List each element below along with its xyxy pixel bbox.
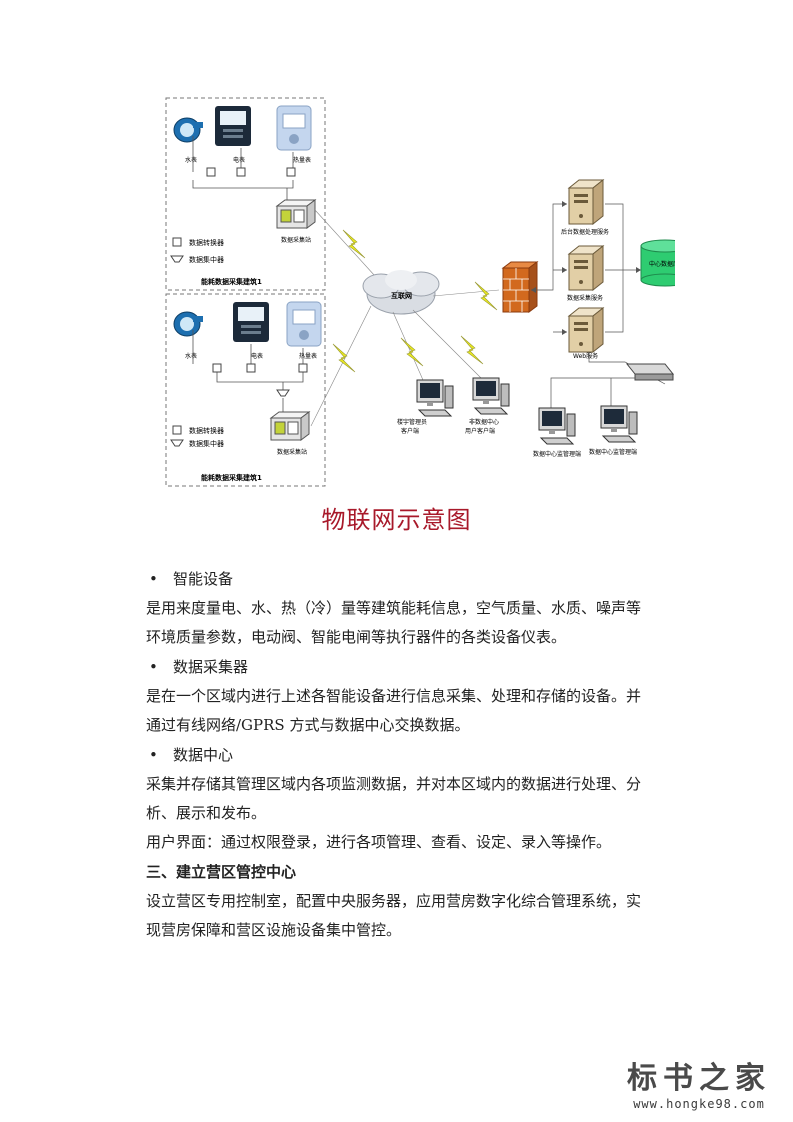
- non-dc-user-label: 非数据中心: [469, 418, 499, 426]
- paragraph-line: 通过有线网络/GPRS 方式与数据中心交换数据。: [146, 716, 470, 734]
- converter-icon: [286, 167, 296, 177]
- section-title-smart-devices: •智能设备: [146, 564, 676, 594]
- converter-icon: [206, 167, 216, 177]
- water-meter-icon: [173, 311, 204, 337]
- backend-server-label: 后台数据处理服务: [561, 228, 609, 236]
- logo-title: 标书之家: [627, 1061, 771, 1096]
- bullet-icon: •: [149, 746, 158, 764]
- water-meter-icon: [173, 117, 204, 143]
- internet-cloud-icon: [362, 270, 440, 315]
- monitor-label-1: 数据中心监管理端: [533, 450, 581, 458]
- heat-meter-label: 热量表: [299, 352, 317, 360]
- collector-icon: [270, 411, 310, 441]
- wireless-link-icon: [332, 343, 356, 373]
- wireless-link-icon: [400, 337, 424, 367]
- collect-server-label: 数据采集服务: [567, 294, 603, 302]
- paragraph-line: 是在一个区域内进行上述各智能设备进行信息采集、处理和存储的设备。并: [146, 687, 642, 705]
- electric-meter-label: 电表: [251, 352, 263, 360]
- converter-icon: [212, 363, 222, 373]
- database-icon: [640, 239, 675, 287]
- legend-concentrator: 数据集中器: [189, 255, 224, 264]
- internet-label: 互联网: [391, 291, 412, 300]
- web-server-label: Web服务: [573, 352, 598, 360]
- heat-meter-icon: [276, 105, 312, 151]
- building-admin-pc-icon: [416, 379, 454, 417]
- section-title-collector: •数据采集器: [146, 652, 676, 682]
- bullet-icon: •: [149, 570, 158, 588]
- electric-meter-label: 电表: [233, 156, 245, 164]
- iot-diagram: 水表 电表 热量表 数据采集站 数据转换器 数据集中器 能耗数据采集建筑1 水表…: [165, 97, 675, 487]
- non-dc-user-label-2: 用户客户端: [465, 427, 495, 435]
- legend-concentrator: 数据集中器: [189, 439, 224, 448]
- heat-meter-icon: [286, 301, 322, 347]
- monitor-label-2: 数据中心监管理端: [589, 448, 637, 456]
- converter-legend-icon: [172, 237, 182, 247]
- converter-legend-icon: [172, 425, 182, 435]
- section-heading: 三、建立营区管控中心: [146, 863, 297, 881]
- concentrator-legend-icon: [170, 439, 184, 447]
- electric-meter-icon: [215, 106, 251, 146]
- monitor-pc-1-icon: [538, 407, 576, 445]
- logo-url: www.hongke98.com: [633, 1097, 765, 1111]
- water-meter-label: 水表: [185, 352, 197, 360]
- paragraph-line: 采集并存储其管理区域内各项监测数据，并对本区域内的数据进行处理、分: [146, 775, 642, 793]
- converter-icon: [246, 363, 256, 373]
- legend-converter: 数据转换器: [189, 238, 224, 247]
- switch-icon: [625, 363, 675, 381]
- building1-title: 能耗数据采集建筑1: [201, 277, 262, 286]
- paragraph-line: 用户界面：通过权限登录，进行各项管理、查看、设定、录入等操作。: [146, 833, 612, 851]
- firewall-icon: [501, 261, 539, 313]
- paragraph-line: 现营房保障和营区设施设备集中管控。: [146, 921, 402, 939]
- paragraph-line: 环境质量参数，电动阀、智能电闸等执行器件的各类设备仪表。: [146, 628, 567, 646]
- monitor-pc-2-icon: [600, 405, 638, 443]
- collector-icon: [276, 199, 316, 229]
- collector-label: 数据采集站: [277, 448, 307, 456]
- paragraph-line: 是用来度量电、水、热（冷）量等建筑能耗信息，空气质量、水质、噪声等: [146, 599, 642, 617]
- wireless-link-icon: [474, 281, 498, 311]
- converter-icon: [298, 363, 308, 373]
- section-title-data-center: •数据中心: [146, 740, 676, 770]
- paragraph-line: 析、展示和发布。: [146, 804, 267, 822]
- wireless-link-icon: [460, 335, 484, 365]
- concentrator-icon: [276, 389, 290, 397]
- building2-frame: [165, 293, 326, 487]
- collect-server-icon: [568, 245, 604, 291]
- backend-server-icon: [568, 179, 604, 225]
- building-admin-label-2: 客户端: [401, 427, 419, 435]
- building-admin-label: 楼宇管理员: [397, 418, 427, 426]
- non-dc-user-pc-icon: [472, 377, 510, 415]
- building1-frame: [165, 97, 326, 291]
- converter-icon: [236, 167, 246, 177]
- body-text: •智能设备 是用来度量电、水、热（冷）量等建筑能耗信息，空气质量、水质、噪声等 …: [146, 564, 676, 945]
- legend-converter: 数据转换器: [189, 426, 224, 435]
- heat-meter-label: 热量表: [293, 156, 311, 164]
- electric-meter-icon: [233, 302, 269, 342]
- paragraph-line: 设立营区专用控制室，配置中央服务器，应用营房数字化综合管理系统，实: [146, 892, 642, 910]
- building2-title: 能耗数据采集建筑1: [201, 473, 262, 482]
- database-label: 中心数据库: [649, 260, 675, 268]
- concentrator-legend-icon: [170, 255, 184, 263]
- web-server-icon: [568, 307, 604, 353]
- site-logo: 标书之家 www.hongke98.com: [627, 1062, 771, 1112]
- water-meter-label: 水表: [185, 156, 197, 164]
- bullet-icon: •: [149, 658, 158, 676]
- figure-caption: 物联网示意图: [321, 506, 472, 534]
- collector-label: 数据采集站: [281, 236, 311, 244]
